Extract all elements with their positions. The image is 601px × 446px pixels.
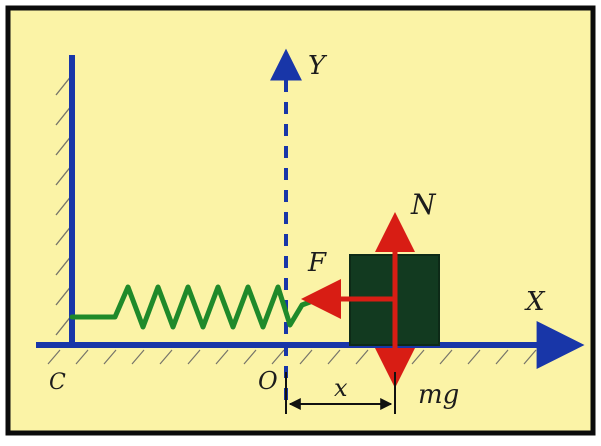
normal-force-label: N (410, 188, 437, 221)
x-axis-label: X (524, 287, 546, 317)
spring-force-label: F (307, 248, 327, 278)
diagram-frame (5, 5, 596, 436)
origin-label: O (258, 367, 278, 395)
displacement-label: x (334, 374, 348, 402)
wall-point-label: C (49, 370, 66, 395)
y-axis-label: Y (308, 51, 328, 81)
gravity-label: mg (418, 380, 459, 410)
spring (69, 284, 321, 330)
